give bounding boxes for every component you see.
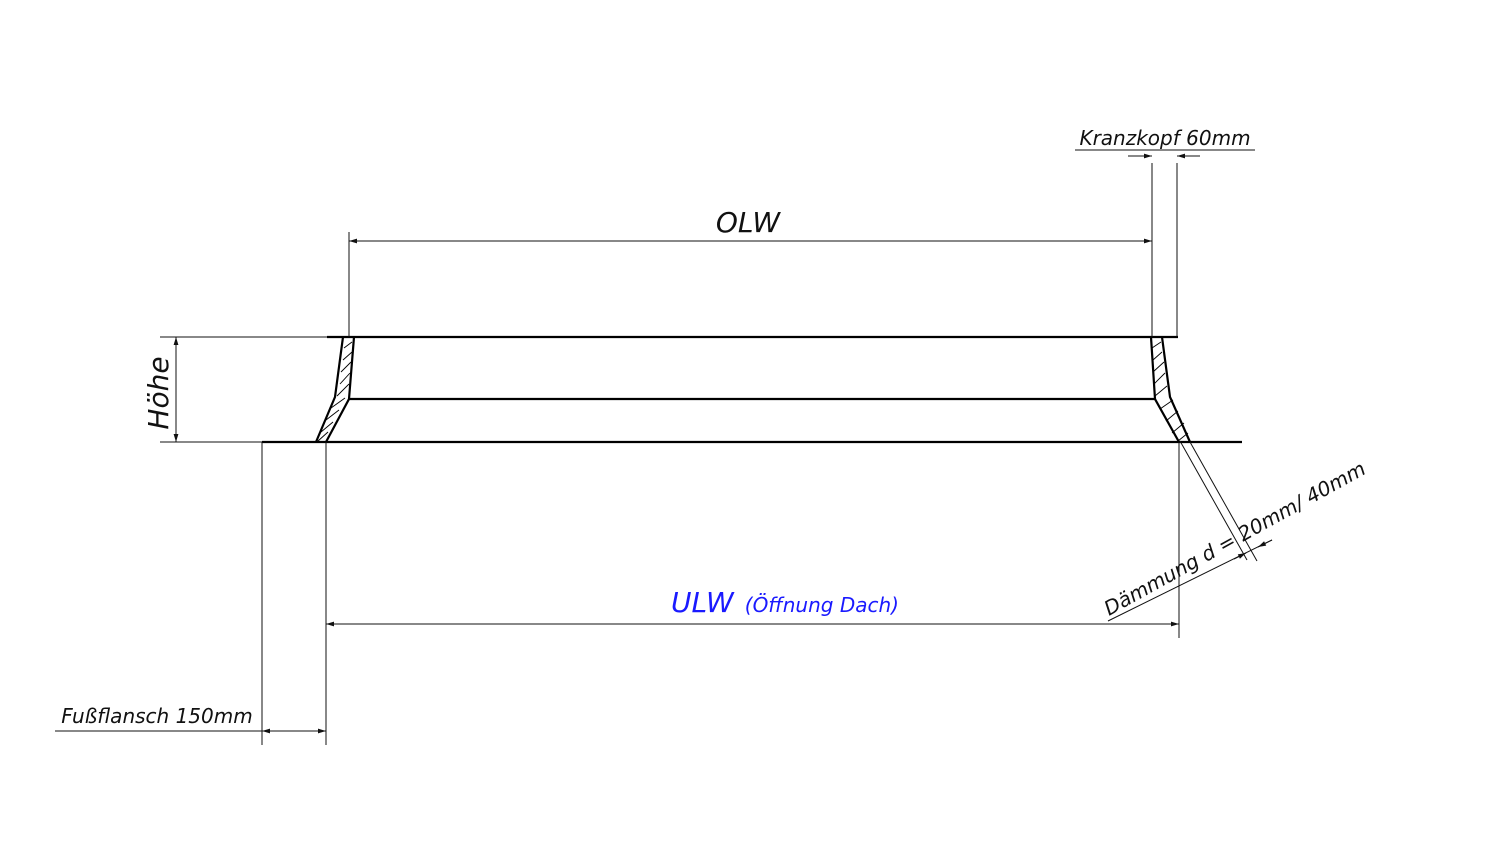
left-wall-outer — [314, 336, 345, 443]
insulation-hatch-left — [317, 341, 353, 442]
hoehe-dimension: Höhe — [142, 336, 327, 443]
left-wall-inner — [325, 336, 356, 443]
hoehe-label: Höhe — [142, 356, 175, 429]
daemmung-label: Dämmung d = 20mm/ 40mm — [1100, 456, 1370, 620]
daemmung-dimension: Dämmung d = 20mm/ 40mm — [1100, 440, 1370, 622]
fussflansch-label: Fußflansch 150mm — [61, 704, 252, 728]
insulation-hatch-right — [1151, 341, 1189, 442]
fussflansch-dimension: Fußflansch 150mm — [55, 442, 326, 745]
ulw-label: ULW (Öffnung Dach) — [671, 586, 899, 619]
ulw-main: ULW — [671, 586, 735, 619]
right-wall-outer — [1160, 336, 1192, 443]
ulw-dimension: ULW (Öffnung Dach) — [325, 442, 1180, 745]
olw-dimension: OLW — [348, 206, 1153, 337]
upstand-profile — [262, 335, 1242, 444]
kranzkopf-dimension: Kranzkopf 60mm — [1075, 126, 1255, 337]
olw-label: OLW — [716, 206, 782, 239]
kranzkopf-label: Kranzkopf 60mm — [1079, 126, 1250, 150]
ulw-note: (Öffnung Dach) — [745, 593, 899, 617]
right-wall-inner — [1149, 336, 1180, 443]
